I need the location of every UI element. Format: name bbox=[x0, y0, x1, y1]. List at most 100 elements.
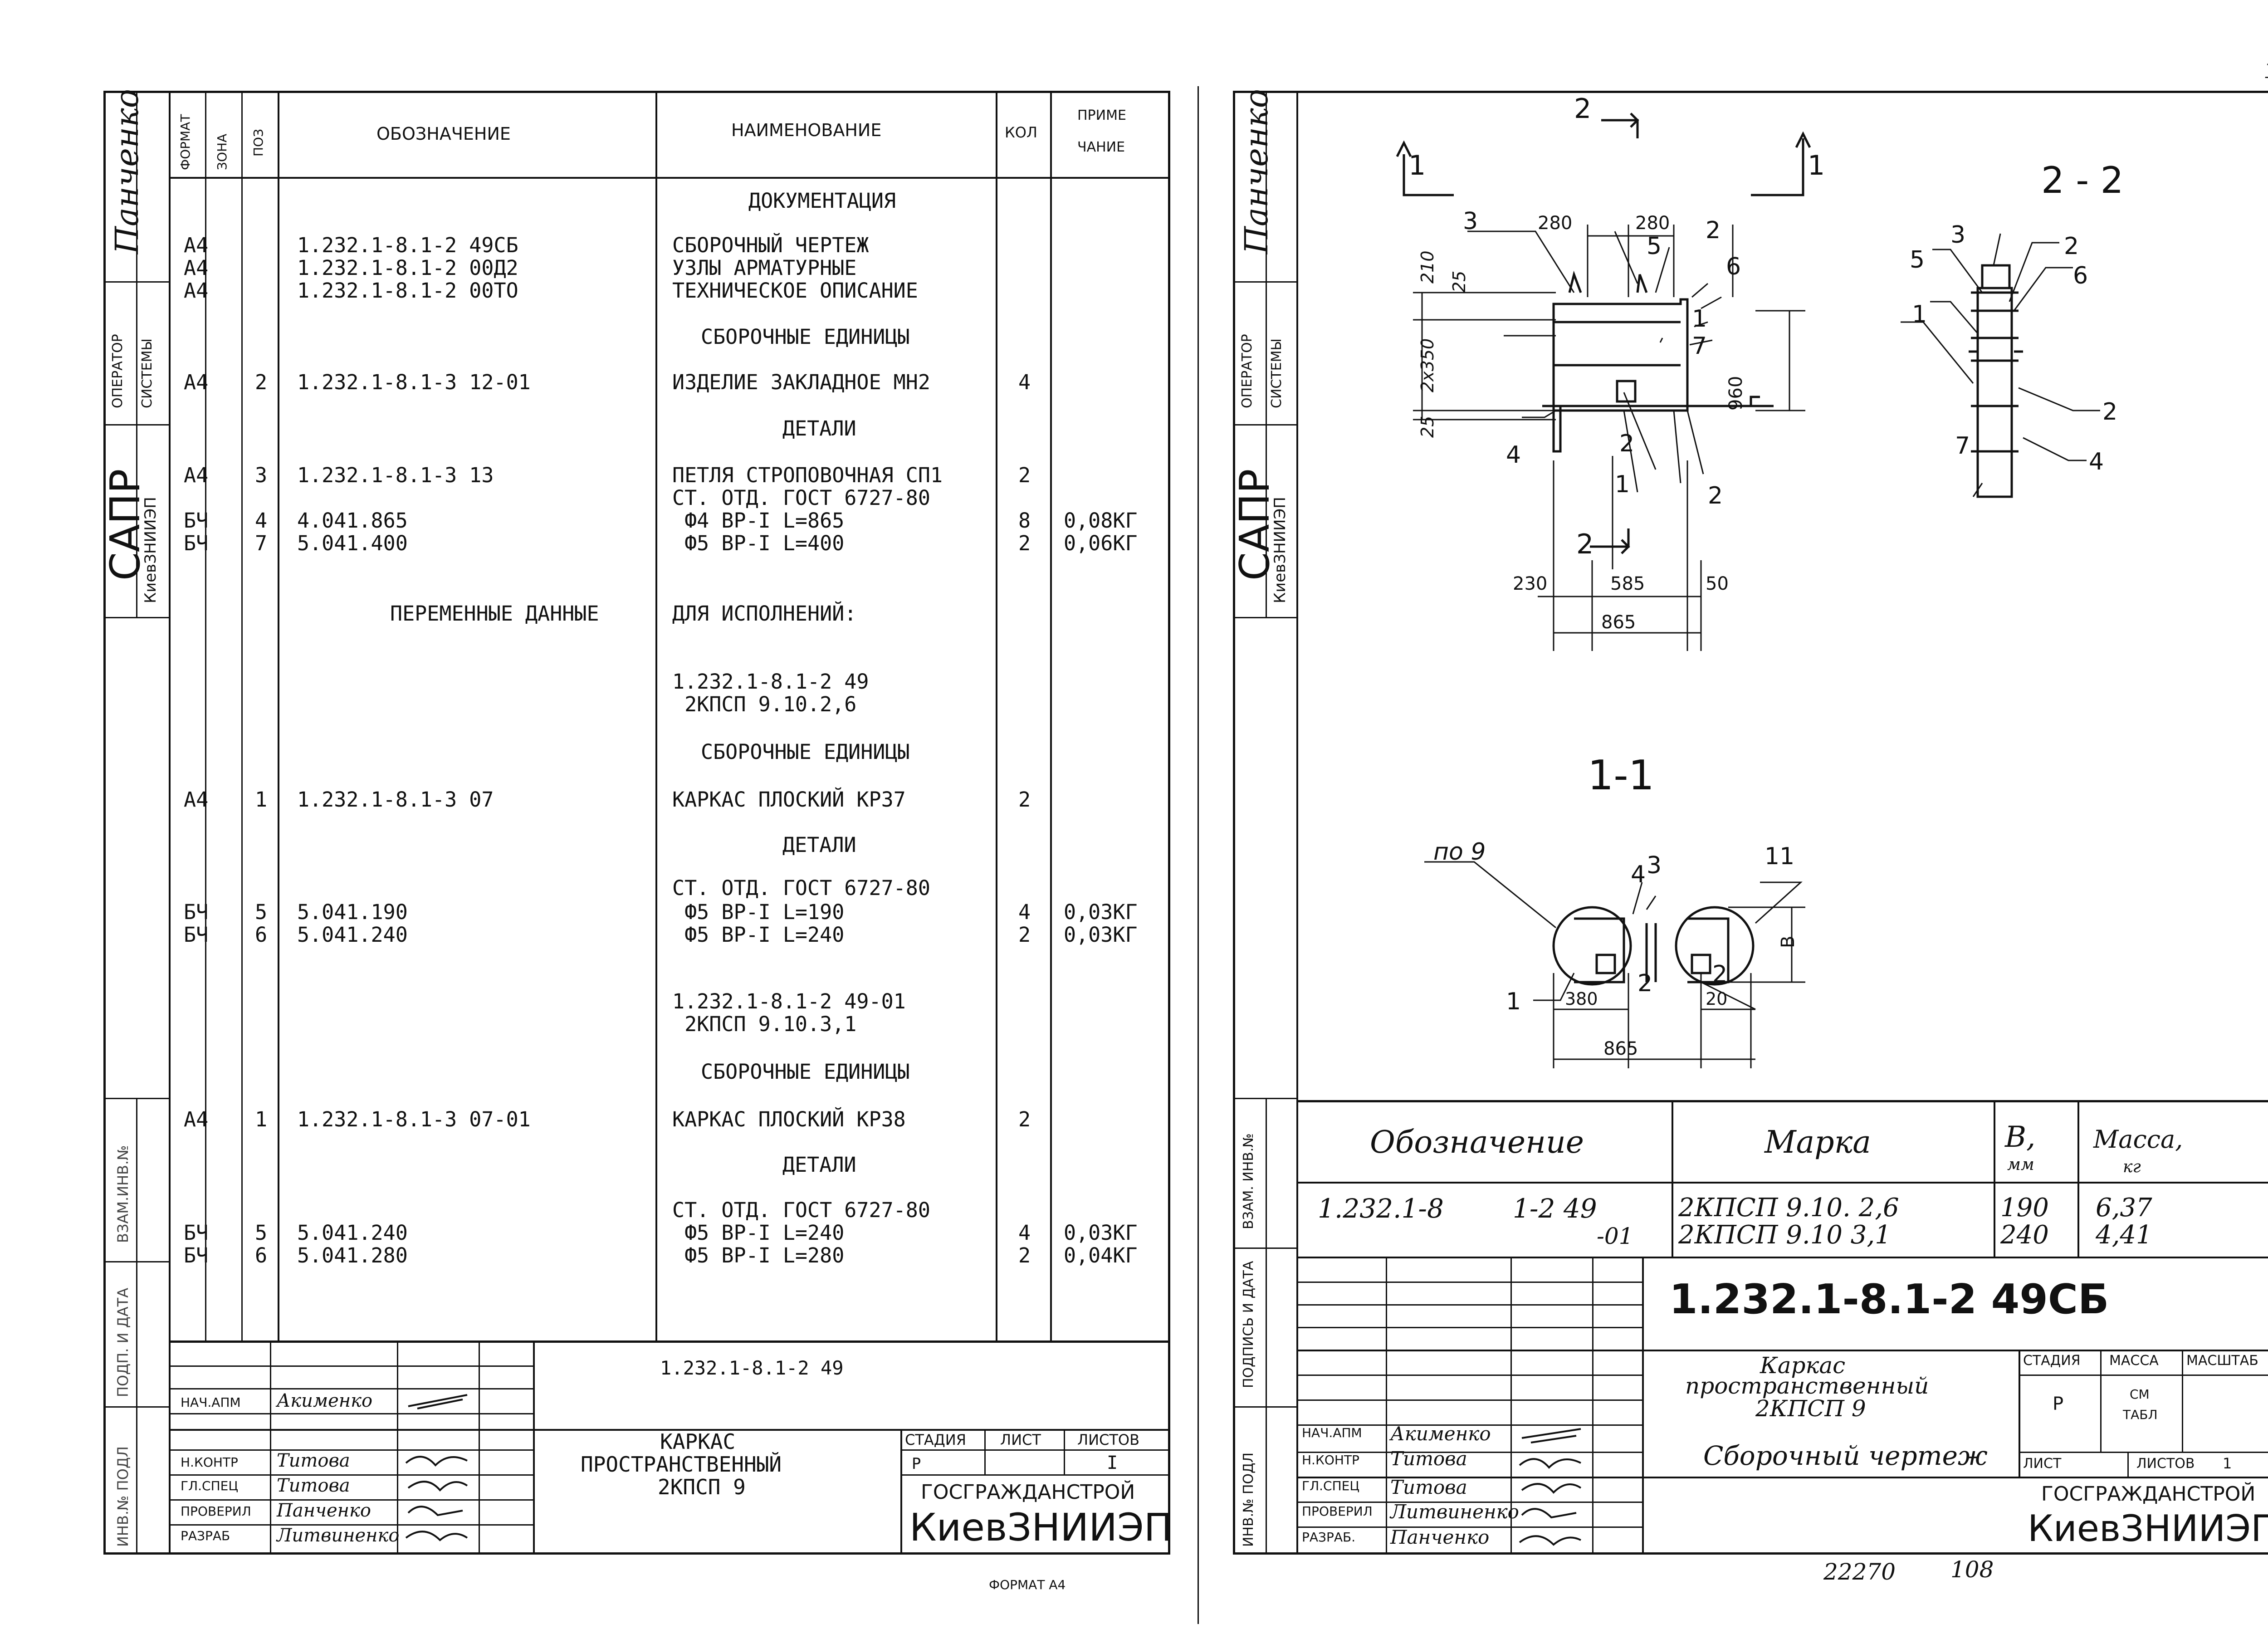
row-name: КАРКАС ПЛОСКИЙ КР37 bbox=[672, 788, 906, 812]
row-name: Ф5 ВР-I L=400 bbox=[672, 531, 845, 555]
title-doc-code: 1.232.1-8.1-2 49 bbox=[660, 1357, 844, 1379]
side-sapr-label: САПР bbox=[1231, 469, 1279, 581]
row-format: А4 bbox=[184, 463, 209, 487]
header-note-2: ЧАНИЕ bbox=[1077, 139, 1125, 155]
row-designation: ПЕРЕМЕННЫЕ ДАННЫЕ bbox=[390, 602, 599, 626]
sheets-header: ЛИСТОВ bbox=[2136, 1456, 2195, 1472]
row-name: СБОРОЧНЫЕ ЕДИНИЦЫ bbox=[701, 1060, 910, 1084]
col-designation-header: Обозначение bbox=[1370, 1125, 1584, 1160]
row-name: ТЕХНИЧЕСКОЕ ОПИСАНИЕ bbox=[672, 279, 918, 303]
role-label: РАЗРАБ bbox=[181, 1528, 230, 1543]
row-name: ДЛЯ ИСПОЛНЕНИЙ: bbox=[672, 602, 857, 626]
row-name: 1.232.1-8.1-2 49 bbox=[672, 670, 869, 694]
row-name: УЗЛЫ АРМАТУРНЫЕ bbox=[672, 256, 857, 280]
row-format: БЧ bbox=[184, 923, 209, 947]
row-pos: 6 bbox=[255, 1243, 268, 1267]
position-label: 4 bbox=[2089, 448, 2104, 475]
position-label: 2 bbox=[1712, 961, 1727, 988]
role-label: НАЧ.АПМ bbox=[181, 1395, 241, 1410]
position-label: 2 bbox=[1708, 482, 1723, 509]
row-name: КАРКАС ПЛОСКИЙ КР38 bbox=[672, 1107, 906, 1131]
dim-label: 380 bbox=[1565, 989, 1598, 1009]
header-qty: КОЛ bbox=[1005, 124, 1037, 141]
row-qty: 2 bbox=[1018, 1107, 1031, 1131]
position-label: 1 bbox=[1912, 301, 1927, 328]
side-inv-label: ИНВ.№ ПОДЛ bbox=[114, 1446, 132, 1547]
position-label: 1 bbox=[1506, 988, 1521, 1015]
org-name-2: КиевЗНИИЭП bbox=[909, 1505, 1173, 1550]
position-label: 3 bbox=[1950, 221, 1965, 249]
row-name: Ф5 ВР-I L=240 bbox=[672, 923, 845, 947]
row-format: А4 bbox=[184, 788, 209, 812]
row-name: ДЕТАЛИ bbox=[782, 1153, 856, 1177]
row-designation: 5.041.400 bbox=[297, 531, 408, 555]
row-designation: 5.041.240 bbox=[297, 923, 408, 947]
row-format: БЧ bbox=[184, 509, 209, 533]
b-value: 240 bbox=[2000, 1220, 2049, 1250]
row-format: А4 bbox=[184, 233, 209, 257]
person-name: Панченко bbox=[1390, 1526, 1490, 1548]
side-org-label: КиевЗНИИЭП bbox=[1271, 497, 1289, 603]
dim-label: 25 bbox=[1418, 416, 1437, 438]
row-pos: 3 bbox=[255, 463, 268, 487]
position-label: 4 bbox=[1631, 861, 1646, 888]
designation-variant: -01 bbox=[1597, 1223, 1633, 1249]
row-name: ДЕТАЛИ bbox=[782, 416, 856, 440]
person-name: Титова bbox=[1390, 1476, 1467, 1498]
position-label: 1 bbox=[1692, 305, 1707, 333]
position-label: 3 bbox=[1463, 208, 1478, 235]
row-pos: 1 bbox=[255, 788, 268, 812]
row-designation: 1.232.1-8.1-2 49СБ bbox=[297, 233, 518, 257]
dim-label: 960 bbox=[1725, 376, 1746, 411]
side-podp-label: ПОДПИСЬ И ДАТА bbox=[1241, 1261, 1256, 1388]
title-line-1: КАРКАС bbox=[660, 1429, 736, 1454]
scale-header: МАСШТАБ bbox=[2186, 1353, 2258, 1369]
row-pos: 5 bbox=[255, 1221, 268, 1245]
role-label: Н.КОНТР bbox=[1302, 1453, 1359, 1468]
role-label: ПРОВЕРИЛ bbox=[1302, 1504, 1373, 1519]
person-name: Литвиненко bbox=[1390, 1501, 1519, 1523]
title-line-2: пространственный bbox=[1685, 1373, 1929, 1399]
title-line-4: Сборочный чертеж bbox=[1703, 1440, 1988, 1471]
person-name: Титова bbox=[277, 1475, 350, 1496]
role-label: ГЛ.СПЕЦ bbox=[1302, 1478, 1360, 1493]
row-designation: 5.041.190 bbox=[297, 900, 408, 924]
header-name: НАИМЕНОВАНИЕ bbox=[731, 120, 882, 140]
row-name: СБОРОЧНЫЕ ЕДИНИЦЫ bbox=[701, 740, 910, 764]
row-qty: 2 bbox=[1018, 923, 1031, 947]
header-zone: ЗОНА bbox=[215, 133, 230, 170]
header-designation: ОБОЗНАЧЕНИЕ bbox=[376, 124, 511, 144]
mass-value-1: СМ bbox=[2130, 1387, 2150, 1402]
person-name: Акименко bbox=[277, 1390, 373, 1411]
mark-value: 2КПСП 9.10. 2,6 bbox=[1678, 1193, 1899, 1223]
side-org-label: КиевЗНИИЭП bbox=[142, 497, 160, 603]
position-label: 4 bbox=[1506, 441, 1521, 469]
row-pos: 4 bbox=[255, 509, 268, 533]
mass-value: 4,41 bbox=[2096, 1220, 2152, 1250]
side-vzam-label: ВЗАМ. ИНВ.№ bbox=[1241, 1133, 1256, 1229]
side-sapr-label: САПР bbox=[102, 469, 149, 581]
stage-value: Р bbox=[2053, 1394, 2064, 1414]
row-format: А4 bbox=[184, 256, 209, 280]
b-value: 190 bbox=[2000, 1193, 2049, 1223]
col-mark-header: Марка bbox=[1765, 1125, 1871, 1160]
side-podp-label: ПОДП. И ДАТА bbox=[114, 1287, 132, 1397]
col-b-header: В, bbox=[2005, 1120, 2036, 1154]
row-name: Ф5 ВР-I L=190 bbox=[672, 900, 845, 924]
person-name: Панченко bbox=[277, 1500, 371, 1521]
row-name: Ф5 ВР-I L=280 bbox=[672, 1243, 845, 1267]
page-number: 107 bbox=[2263, 59, 2268, 82]
row-designation: 5.041.280 bbox=[297, 1243, 408, 1267]
row-designation: 1.232.1-8.1-3 12-01 bbox=[297, 370, 531, 394]
position-label: 6 bbox=[2073, 262, 2088, 289]
side-vzam-label: ВЗАМ.ИНВ.№ bbox=[114, 1145, 132, 1243]
row-format: БЧ bbox=[184, 900, 209, 924]
col-mass-unit: кг bbox=[2123, 1158, 2141, 1176]
sheet-separator bbox=[1198, 86, 1199, 1624]
position-label: 2 bbox=[2064, 233, 2079, 260]
row-qty: 2 bbox=[1018, 531, 1031, 555]
org-name-1: ГОСГРАЖДАНСТРОЙ bbox=[921, 1481, 1135, 1504]
row-note: 0,03КГ bbox=[1064, 900, 1138, 924]
row-pos: 1 bbox=[255, 1107, 268, 1131]
side-operator-label: ОПЕРАТОР bbox=[110, 334, 126, 408]
